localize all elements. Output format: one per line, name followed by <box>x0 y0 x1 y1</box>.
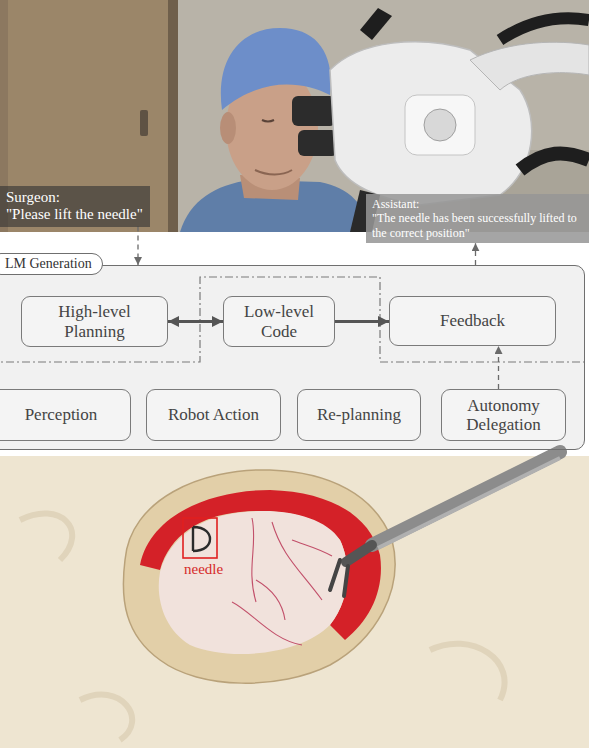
speech-overlay: Surgeon:"Please lift the needle" <box>0 186 150 227</box>
region-divider <box>0 277 585 362</box>
instrument-wrist <box>346 545 372 562</box>
box-text: High-level Planning <box>30 302 159 340</box>
needle-highlight <box>183 518 217 558</box>
ear <box>220 112 236 144</box>
speaker-name: Assistant: <box>372 197 583 211</box>
module-box: Robot Action <box>146 389 281 441</box>
door-handle <box>140 110 148 136</box>
dashed-arrow <box>137 227 138 266</box>
group-panel: LM GenerationHigh-level PlanningLow-leve… <box>0 265 585 450</box>
vessel <box>256 580 285 620</box>
vessel <box>232 602 302 645</box>
dashed-arrow <box>498 346 499 389</box>
dashed-arrow <box>475 243 476 265</box>
needle <box>193 527 210 551</box>
instrument-shaft <box>372 452 560 545</box>
microscope-head <box>405 95 475 155</box>
blood-vessels <box>232 518 332 645</box>
bone-surface <box>0 456 589 748</box>
box-text: "The needle has been successfully lifted… <box>372 211 583 240</box>
dash-dot-line <box>0 277 585 362</box>
box-text: Perception <box>25 405 98 424</box>
knob <box>424 109 456 141</box>
panel-ground <box>0 265 585 450</box>
box-text: Re-planning <box>317 405 401 424</box>
eyepiece <box>292 96 336 126</box>
eyepiece <box>298 130 338 156</box>
door-frame <box>168 0 178 232</box>
box-text: Autonomy Delegation <box>450 396 557 434</box>
module-box: Re-planning <box>297 389 421 441</box>
box-text: Low-level Code <box>232 302 326 340</box>
group-tab: LM Generation <box>0 253 103 275</box>
surgical-field <box>0 452 589 748</box>
callout-label: needle <box>182 561 225 578</box>
cable <box>500 18 589 40</box>
vessel <box>252 518 256 602</box>
handle <box>520 153 589 170</box>
gripper-jaws <box>330 560 348 596</box>
module-box: Perception <box>0 389 131 441</box>
mouth <box>255 170 292 175</box>
box-text: "Please lift the needle" <box>6 206 144 223</box>
vessel <box>272 522 322 600</box>
process-box: Low-level Code <box>223 296 335 347</box>
skull-rim <box>123 470 395 683</box>
process-box: High-level Planning <box>21 296 168 347</box>
box-text: Robot Action <box>168 405 259 424</box>
speech-overlay: Assistant:"The needle has been successfu… <box>366 194 589 243</box>
brain-surface <box>159 511 348 654</box>
process-box: Feedback <box>389 296 556 346</box>
flow-arrow <box>168 320 223 323</box>
microscope-arm <box>470 42 589 90</box>
box-text: Feedback <box>440 311 505 330</box>
instrument-highlight <box>378 458 560 548</box>
door <box>0 0 178 232</box>
module-box: Autonomy Delegation <box>441 389 566 441</box>
flow-arrow <box>335 320 389 323</box>
handle <box>360 8 392 40</box>
vessel <box>292 540 332 556</box>
eye <box>262 120 274 122</box>
speaker-name: Surgeon: <box>6 189 144 206</box>
